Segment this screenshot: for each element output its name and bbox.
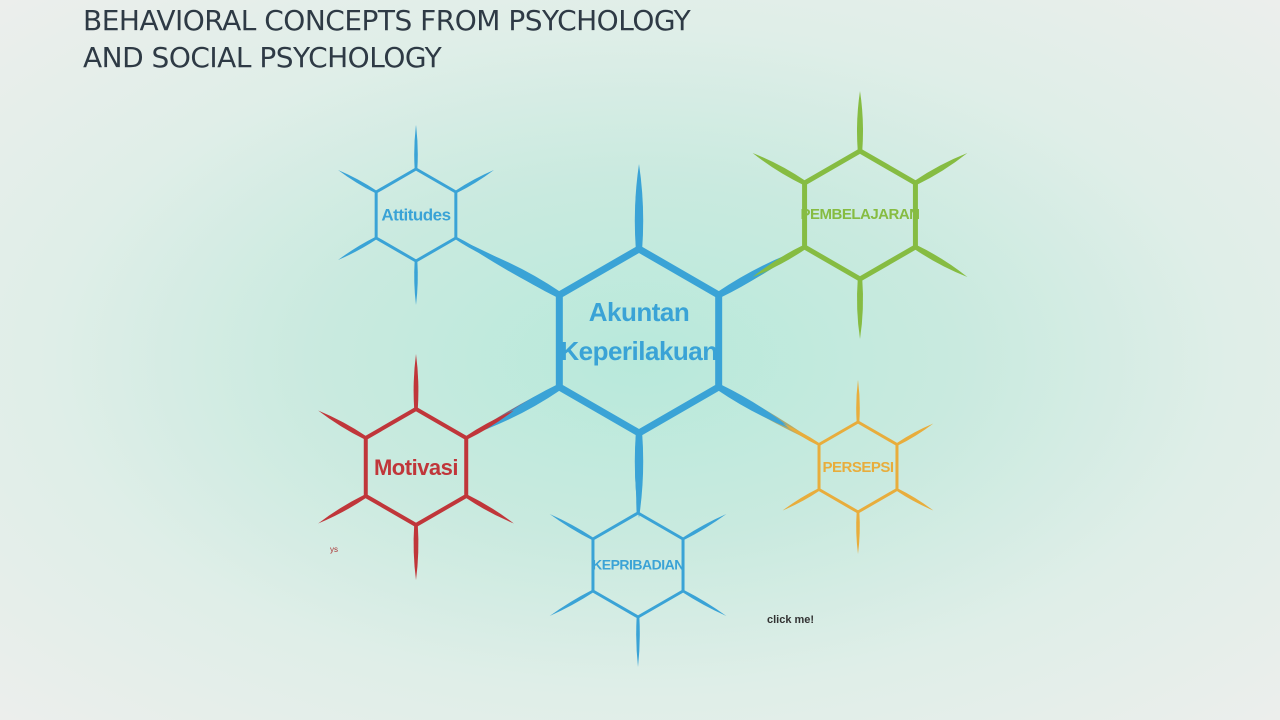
title-line-1: BEHAVIORAL CONCEPTS FROM PSYCHOLOGY	[83, 4, 691, 37]
pembelajaran-node	[752, 91, 968, 339]
kepribadian-node-spike	[636, 617, 640, 667]
persepsi-node-spike	[856, 380, 860, 422]
click-me-link[interactable]: click me!	[767, 614, 815, 626]
center-node-spike	[485, 252, 561, 298]
page-title: BEHAVIORAL CONCEPTS FROM PSYCHOLOGY AND …	[83, 2, 691, 76]
kepribadian-node-hexagon	[591, 511, 685, 619]
persepsi-node-hexagon	[817, 420, 899, 514]
pembelajaran-node-spike	[752, 153, 806, 185]
attitudes-node-spike	[338, 170, 377, 194]
persepsi-node-spike	[782, 423, 820, 446]
node-labels: Akuntan Keperilakuan Attitudes PEMBELAJA…	[374, 205, 920, 572]
motivasi-node	[318, 354, 514, 580]
persepsi-node-spike	[856, 512, 860, 554]
title-line-2: AND SOCIAL PSYCHOLOGY	[83, 41, 442, 74]
attitudes-node-spike	[414, 125, 418, 169]
motivasi-node-hexagon	[363, 407, 469, 527]
center-node-label-line-2: Keperilakuan	[560, 336, 717, 366]
kepribadian-node	[549, 463, 727, 667]
kepribadian-node-spike	[682, 589, 727, 616]
center-node-spike	[717, 384, 793, 430]
motivasi-node-spike	[413, 354, 419, 409]
center-node-hexagon	[555, 245, 723, 437]
motivasi-node-spike	[413, 525, 419, 580]
hexagon-nodes	[318, 91, 968, 667]
kepribadian-node-spike	[549, 514, 594, 541]
pembelajaran-node-spike	[914, 153, 968, 185]
attitudes-node-spike	[414, 261, 418, 305]
attitudes-node-spike	[455, 170, 494, 194]
attitudes-node-spike	[455, 236, 494, 260]
attitudes-node-spike	[338, 236, 377, 260]
center-node-spike	[485, 384, 561, 430]
center-node-spike	[634, 164, 644, 249]
attitudes-node	[338, 125, 494, 305]
kepribadian-node-label: KEPRIBADIAN	[592, 557, 684, 573]
pembelajaran-node-hexagon	[802, 148, 918, 282]
motivasi-node-label: Motivasi	[374, 455, 458, 480]
pembelajaran-node-spike	[857, 91, 863, 151]
persepsi-node-spike	[896, 423, 934, 446]
pembelajaran-node-spike	[857, 279, 863, 339]
persepsi-node-spike	[896, 488, 934, 511]
center-node-label-line-1: Akuntan	[589, 297, 690, 327]
attitudes-node-label: Attitudes	[381, 205, 450, 224]
attitudes-node-hexagon	[374, 167, 458, 263]
persepsi-node	[782, 380, 934, 554]
motivasi-node-spike	[318, 494, 367, 524]
pembelajaran-node-label: PEMBELAJARAN	[800, 206, 919, 223]
kepribadian-node-spike	[682, 514, 727, 541]
kepribadian-node-spike	[549, 589, 594, 616]
motivasi-node-spike	[465, 410, 514, 440]
pembelajaran-node-spike	[752, 245, 806, 277]
motivasi-node-spike	[318, 410, 367, 440]
motivasi-node-spike	[465, 494, 514, 524]
persepsi-node-spike	[782, 488, 820, 511]
kepribadian-node-spike	[636, 463, 640, 513]
pembelajaran-node-spike	[914, 245, 968, 277]
small-mark: ys	[330, 545, 338, 554]
persepsi-node-label: PERSEPSI	[822, 459, 893, 476]
